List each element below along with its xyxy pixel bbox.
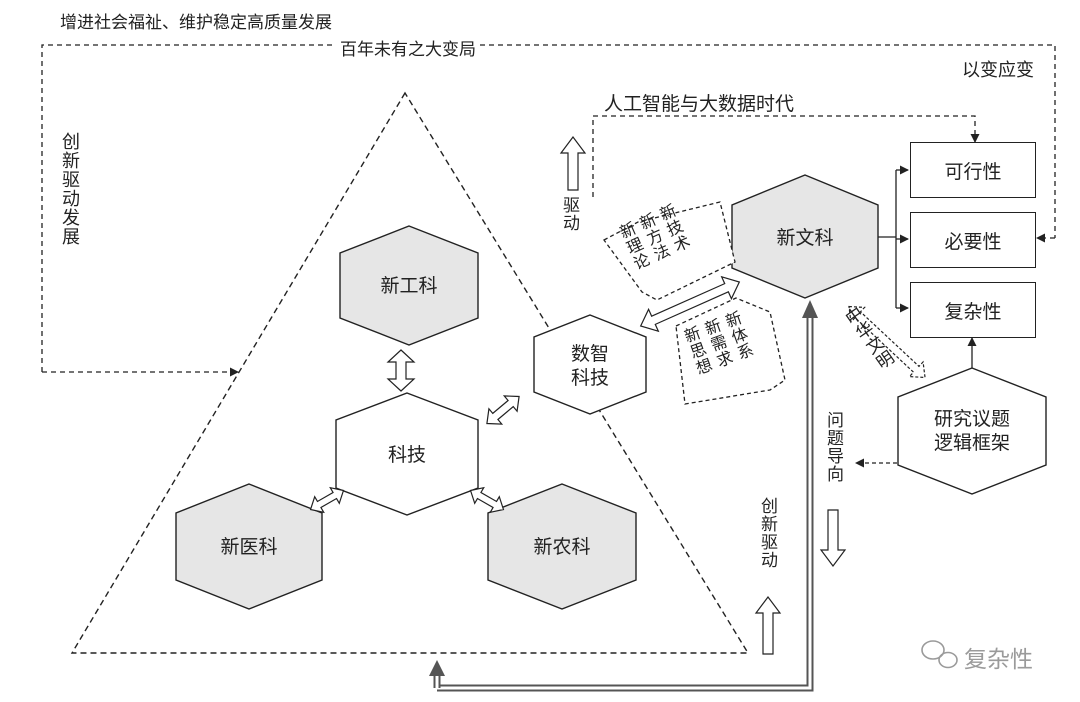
top-title: 增进社会福祉、维护稳定高质量发展 [60,13,332,33]
pentagon-theory-method-tech [603,201,736,301]
innovation-up-arrow [754,596,782,655]
label-new-engineering: 新工科 [380,275,438,297]
left-vertical-label: 创新驱动发展 [59,132,80,246]
drive-label: 驱动 [559,196,579,232]
wechat-icon [921,640,958,669]
liberal-arts-bracket [878,165,909,313]
hex-new-agriculture [487,483,637,610]
hex-tech [335,392,479,516]
box-feasibility: 可行性 [910,142,1036,198]
double-arrow-digital-liberal [639,275,741,333]
hex-digital-tech [533,314,647,415]
century-dashed-line [41,44,1056,372]
double-arrow-tech-digital [486,395,520,425]
hex-new-medicine [175,483,323,610]
drive-up-arrow [559,136,587,191]
watermark-text: 复杂性 [964,647,1033,673]
hex-research-framework [897,367,1047,495]
hex-new-liberal-arts [731,174,879,299]
label-new-agriculture: 新农科 [533,536,591,558]
label-new-liberal-arts: 新文科 [776,227,834,249]
ai-era-dashed-line [592,115,980,197]
box-complexity: 复杂性 [910,282,1036,338]
feedback-loop-line [429,300,818,692]
double-arrow-tech-agriculture [469,486,505,514]
adapt-label: 以变应变 [962,60,1034,81]
label-new-medicine: 新医科 [220,536,278,558]
ai-era-label: 人工智能与大数据时代 [604,93,795,115]
dashed-double-arrow-civilization [848,305,926,379]
double-arrow-tech-medicine [309,486,345,514]
pentagon-thought-demand-system [675,297,786,405]
label-research-framework: 研究议题 逻辑框架 [933,408,1011,454]
century-label: 百年未有之大变局 [336,35,480,60]
box-necessity: 必要性 [910,212,1036,268]
label-digital-tech: 数智 科技 [570,343,610,389]
label-tech: 科技 [387,444,427,466]
innovation-drive-label: 创新驱动 [757,497,777,569]
problem-oriented-label: 问题导向 [823,411,843,483]
double-arrow-engineering-tech [386,349,416,392]
problem-down-arrow [819,509,847,567]
hex-new-engineering [339,225,479,346]
